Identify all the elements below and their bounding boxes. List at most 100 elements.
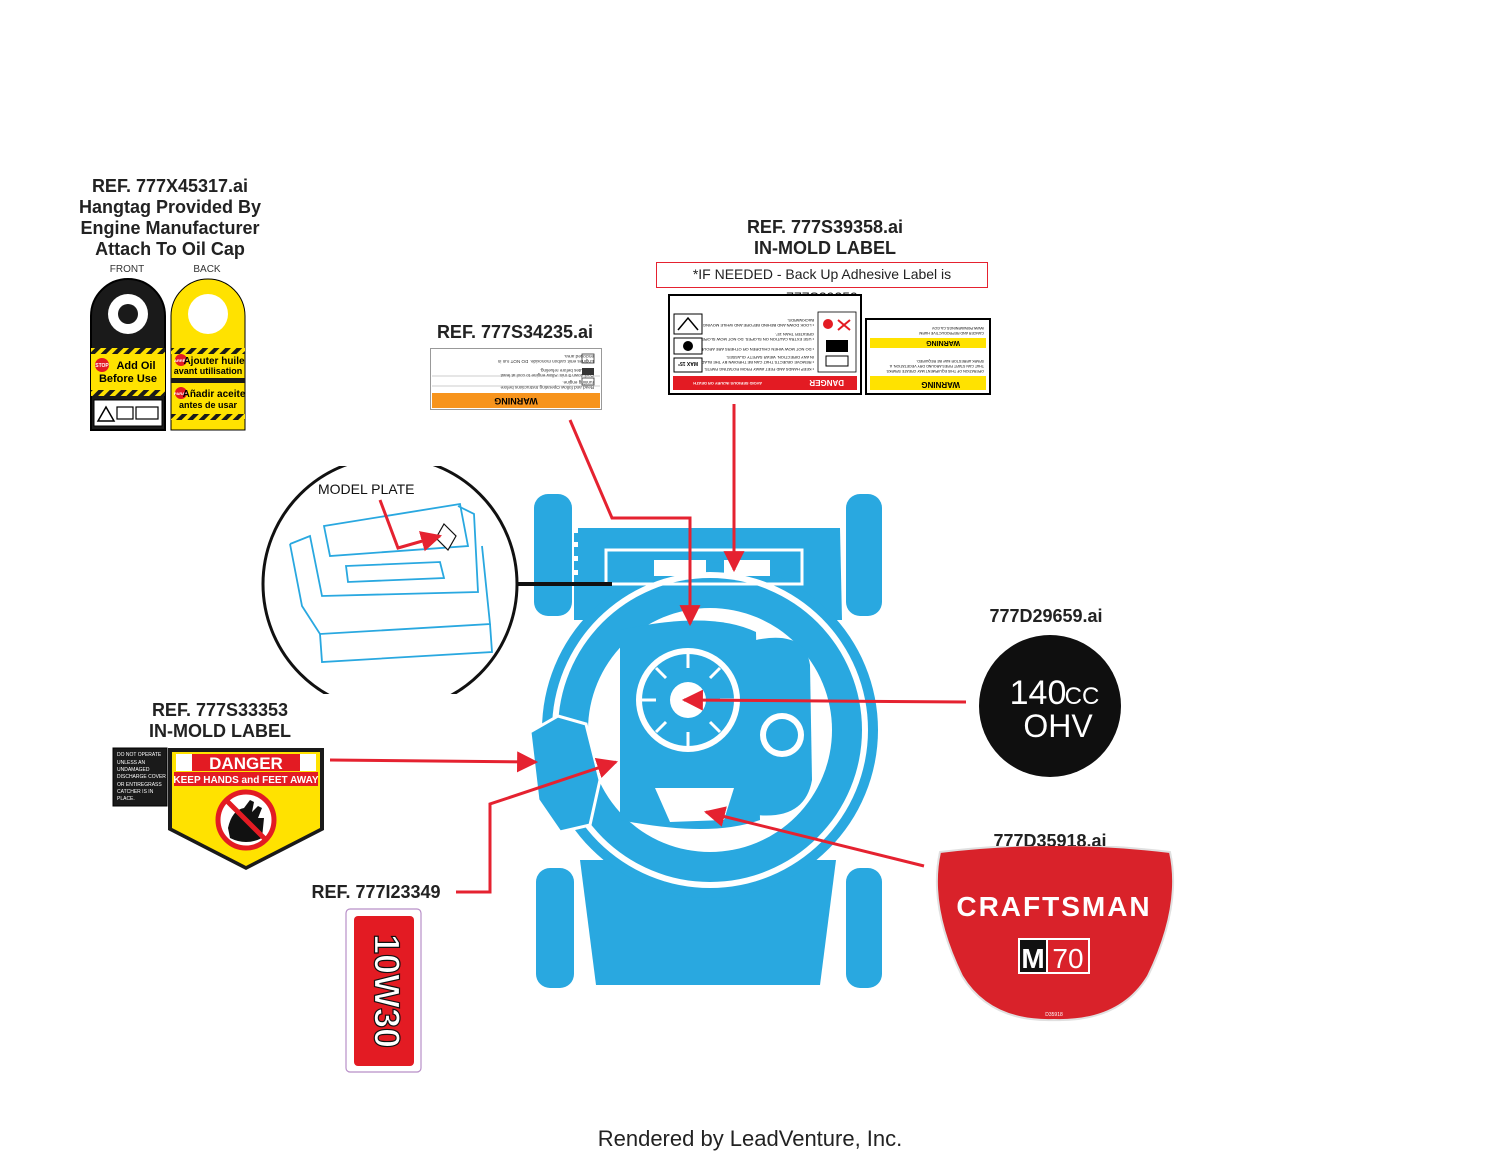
inmold-top-title-line: IN-MOLD LABEL xyxy=(754,238,896,258)
hangtag-back-text-2a: Añadir aceite xyxy=(183,389,246,400)
hangtag-front-caption: FRONT xyxy=(109,264,145,275)
inmold-top-warning-header-2: WARNING xyxy=(926,339,960,346)
hangtag-front: STOP Add Oil Before Use xyxy=(90,278,166,431)
fuel-icon xyxy=(582,368,594,375)
inmold-top-right-line: OPERATION OF THIS EQUIPMENT MAY CREATE S… xyxy=(886,369,984,373)
warning-triangle-icon xyxy=(96,405,116,422)
inmold-top-right-line: THAT CAN START FIRES AROUND DRY VEGETATI… xyxy=(889,364,984,368)
craftsman-model-letter: M xyxy=(1021,943,1044,974)
arrow-oil-label xyxy=(456,758,618,894)
inmold-danger-side-line: DO NOT OPERATE xyxy=(117,752,162,758)
arrow-model-plate xyxy=(378,499,443,552)
engine-badge-graphic: 140 CC OHV xyxy=(979,635,1121,777)
hangtag-back-caption: BACK xyxy=(193,264,221,275)
warning-label-header: WARNING xyxy=(494,396,538,406)
warning-label-line: Cool down 5 min. Allow engine to cool at… xyxy=(500,373,594,378)
arrow-warning-label xyxy=(568,419,701,627)
oil-label-graphic: 10W30 xyxy=(345,908,422,1073)
manual-book-icon xyxy=(581,377,595,386)
hangtag-front-stop: STOP xyxy=(95,363,109,369)
craftsman-part-code: D35918 xyxy=(1045,1012,1063,1018)
inmold-top-danger-header: DANGER xyxy=(809,378,844,387)
deck-front xyxy=(580,860,836,985)
hangtag-title-line: REF. 777X45317.ai xyxy=(91,176,249,196)
model-plate-label: MODEL PLATE xyxy=(318,481,414,497)
hangtag-title: REF. 777X45317.ai Hangtag Provided By En… xyxy=(40,176,300,260)
hangtag-title-line: Engine Manufacturer xyxy=(80,218,260,238)
warning-label-line: Read and follow Operating Instructions b… xyxy=(500,385,594,390)
inmold-danger-side-line: OR ENTIREGRASS xyxy=(117,782,162,788)
oil-can-icon xyxy=(135,406,159,420)
slope-max-text: MAX 15° xyxy=(678,360,698,366)
hangtag-back-text-2b: antes de usar xyxy=(179,400,238,410)
front-right-wheel xyxy=(846,868,882,988)
inmold-top-title: REF. 777S39358.ai IN-MOLD LABEL xyxy=(700,217,950,259)
footer-credit: Rendered by LeadVenture, Inc. xyxy=(597,1126,903,1151)
fuel-cap xyxy=(766,719,798,751)
hangtag-title-line: Hangtag Provided By xyxy=(78,197,262,217)
inmold-danger-title: REF. 777S33353 IN-MOLD LABEL xyxy=(110,700,330,742)
hangtag-back: ARRÊT Ajouter huile avant utilisation PA… xyxy=(170,278,246,431)
warning-label-line: running engine. xyxy=(562,380,594,385)
inmold-danger-header: DANGER xyxy=(209,754,283,773)
inmold-danger-side-line: UNDAMAGED xyxy=(117,767,150,773)
hangtag-back-stop-1: ARRÊT xyxy=(174,358,188,363)
hangtag-back-text-1a: Ajouter huile xyxy=(183,356,245,367)
craftsman-badge-graphic: CRAFTSMAN M 70 D35918 xyxy=(935,846,1175,1022)
warning-label-line: Engines emit carbon monoxide. DO NOT run… xyxy=(497,359,594,364)
inmold-top-line: • USE EXTRA CAUTION ON SLOPES. DO NOT MO… xyxy=(699,337,814,342)
engine-badge-unit: CC xyxy=(1065,683,1100,710)
side-discharge-chute xyxy=(528,714,602,834)
fumes-icon xyxy=(581,353,595,364)
inmold-top-line: • KEEP HANDS AND FEET AWAY FROM ROTATING… xyxy=(704,367,814,372)
model-plate-callout: MODEL PLATE xyxy=(261,466,612,694)
oil-grade-text: 10W30 xyxy=(366,934,407,1048)
inmold-top-line: IN ANY DIRECTION. WEAR SAFETY GLASSES. xyxy=(726,355,814,360)
inmold-top-right-line: WWW.P65WARNINGS.CA.GOV xyxy=(931,326,984,330)
inmold-danger-subheader: KEEP HANDS and FEET AWAY xyxy=(173,775,319,786)
inmold-top-title-line: REF. 777S39358.ai xyxy=(746,217,904,237)
inmold-top-warning-header-1: WARNING xyxy=(921,380,960,389)
inmold-danger-side-line: UNLESS AN xyxy=(117,760,145,766)
warning-label-title: REF. 777S34235.ai xyxy=(436,322,594,342)
inmold-danger-graphic: DO NOT OPERATE UNLESS AN UNDAMAGED DISCH… xyxy=(112,747,324,870)
inmold-top-line: BACKWARDS. xyxy=(787,318,814,323)
hangtag-front-text-1: Add Oil xyxy=(116,360,155,372)
engine-badge-type: OHV xyxy=(1023,708,1093,744)
warning-label-line: 2 minutes before refueling. xyxy=(540,368,594,373)
oil-label-title: REF. 777I23349 xyxy=(311,882,441,902)
stop-sign-icon xyxy=(95,358,109,372)
hangtag-title-line: Attach To Oil Cap xyxy=(95,239,245,259)
hangtag-front-text-2: Before Use xyxy=(99,373,157,385)
inmold-danger-side-line: CATCHER IS IN xyxy=(117,789,154,795)
rear-housing-slot xyxy=(654,560,706,576)
inmold-danger-side-panel xyxy=(112,747,168,807)
slope-icon xyxy=(673,357,703,373)
inmold-danger-title-line: IN-MOLD LABEL xyxy=(149,721,291,741)
warning-label-line: enclosed area. xyxy=(564,354,594,359)
handle-bracket-drawing xyxy=(289,502,493,663)
inmold-danger-side-line: PLACE. xyxy=(117,796,135,802)
front-left-wheel xyxy=(536,868,574,988)
inmold-top-line: • REMOVE OBJECTS THAT CAN BE THROWN BY T… xyxy=(698,360,814,365)
warning-label-graphic: WARNING Read and follow Operating Instru… xyxy=(430,348,602,410)
inmold-top-right-line: CANCER AND REPRODUCTIVE HARM xyxy=(919,331,984,335)
inmold-top-line: • LOOK DOWN AND BEHIND BEFORE AND WHILE … xyxy=(703,323,814,328)
inmold-top-danger-sub: AVOID SERIOUS INJURY OR DEATH xyxy=(693,381,762,386)
hand-blade-icon xyxy=(673,313,703,335)
hangtag-back-stop-2: PARAR xyxy=(174,391,188,396)
arrow-engine-badge xyxy=(681,689,967,711)
hangtag-graphic: STOP Add Oil Before Use ARRÊT Ajouter hu… xyxy=(90,278,246,431)
rear-right-wheel xyxy=(846,494,882,616)
inmold-top-graphic: DANGER AVOID SERIOUS INJURY OR DEATH • K… xyxy=(668,294,991,395)
hangtag-back-hole xyxy=(188,294,228,334)
engine-badge-title: 777D29659.ai xyxy=(989,606,1103,626)
inmold-danger-side-line: DISCHARGE COVER xyxy=(117,774,166,780)
hangtag-back-text-1b: avant utilisation xyxy=(174,366,243,376)
inmold-top-right-line: SPARK ARRESTOR MAY BE REQUIRED. xyxy=(916,359,984,363)
arrow-craftsman-badge xyxy=(703,806,925,868)
inmold-top-line: GREATER THAN 15°. xyxy=(775,332,814,337)
inmold-top-line: • DO NOT MOW WHEN CHILDREN OR OTHERS ARE… xyxy=(696,347,814,352)
